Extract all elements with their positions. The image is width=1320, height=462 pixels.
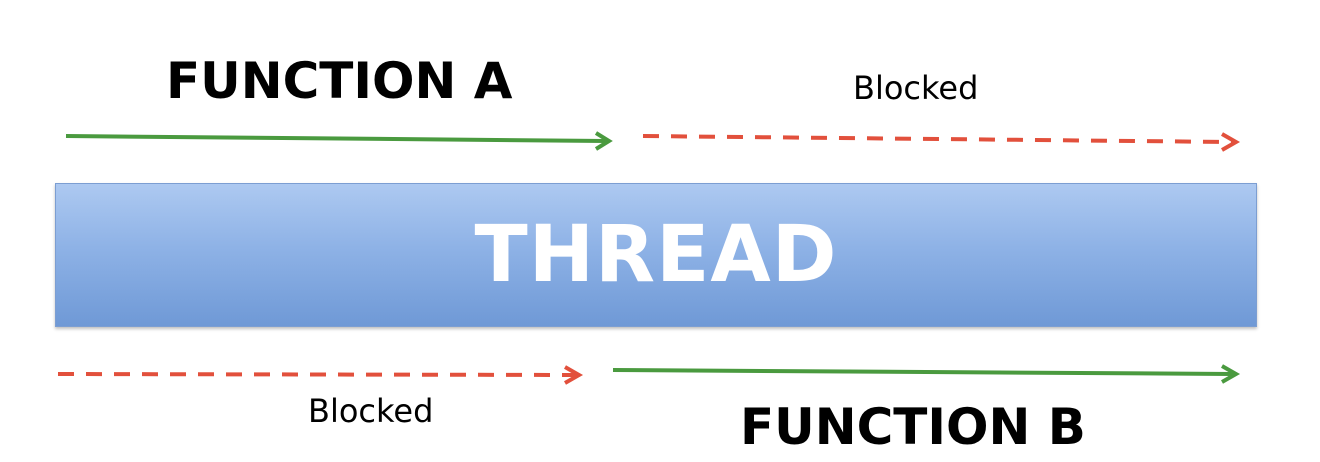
- thread-label: THREAD: [474, 210, 838, 300]
- function-b-label: FUNCTION B: [740, 398, 1086, 456]
- function-b-blocked-arrow: [57, 365, 584, 385]
- function-b-running-arrow: [612, 364, 1241, 384]
- function-a-blocked-arrow: [642, 132, 1241, 152]
- blocked-bottom-label: Blocked: [308, 392, 434, 430]
- thread-bar: THREAD: [55, 183, 1257, 327]
- function-a-running-arrow: [65, 131, 613, 151]
- function-a-label: FUNCTION A: [166, 52, 513, 110]
- blocked-top-label: Blocked: [853, 69, 979, 107]
